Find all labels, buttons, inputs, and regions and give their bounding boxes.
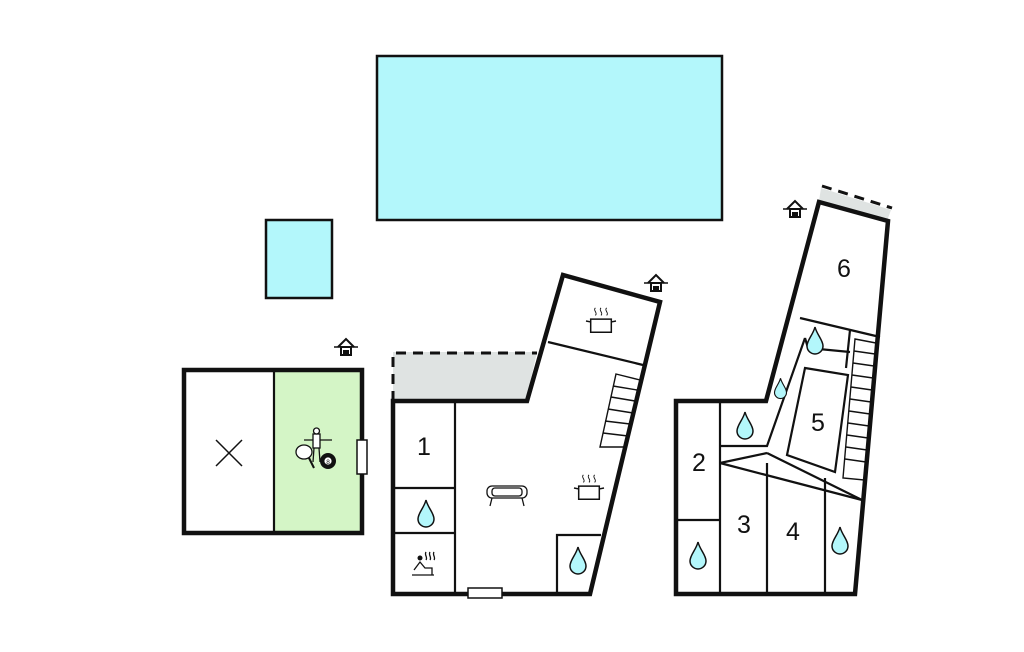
- room-2-label: 2: [692, 449, 706, 477]
- activity-annex: 8: [181, 367, 368, 536]
- table-tennis-icon: [295, 444, 315, 469]
- water-drop-icon: [831, 526, 849, 555]
- water-drop-icon: [736, 411, 754, 440]
- annex-window: [356, 439, 368, 475]
- staircase-right: [842, 338, 877, 481]
- room-5-label: 5: [811, 409, 825, 437]
- svg-text:8: 8: [326, 459, 330, 466]
- foosball-icon: [304, 427, 332, 463]
- house-entrance-icon: [783, 200, 807, 218]
- middle-window: [467, 587, 503, 599]
- room-3-label: 3: [737, 511, 751, 539]
- water-drop-icon: [773, 377, 788, 400]
- room-6-label: 6: [837, 255, 851, 283]
- room-4-label: 4: [786, 518, 800, 546]
- water-drop-icon: [417, 499, 435, 528]
- water-drop-icon: [689, 541, 707, 570]
- house-entrance-icon: [334, 338, 358, 356]
- cooking-pot-icon: [585, 307, 617, 334]
- small-pool: [264, 218, 334, 300]
- staircase-middle: [599, 373, 641, 448]
- middle-building: 1: [390, 272, 663, 599]
- house-entrance-icon: [644, 274, 668, 292]
- sofa-icon: [486, 485, 528, 507]
- terrace-middle: [393, 352, 537, 401]
- activity-room: [274, 370, 362, 533]
- terrace-right: [819, 188, 891, 221]
- room-1-label: 1: [417, 433, 431, 461]
- no-floor-cross-icon: [215, 439, 243, 467]
- sauna-icon: [412, 551, 436, 576]
- main-pool: [375, 54, 724, 222]
- billiard-ball-icon: 8: [320, 453, 336, 469]
- right-building: 6 5 2 3 4: [673, 184, 893, 597]
- cooking-pot-icon: [573, 474, 605, 501]
- water-drop-icon: [569, 546, 587, 575]
- water-drop-icon: [806, 326, 824, 355]
